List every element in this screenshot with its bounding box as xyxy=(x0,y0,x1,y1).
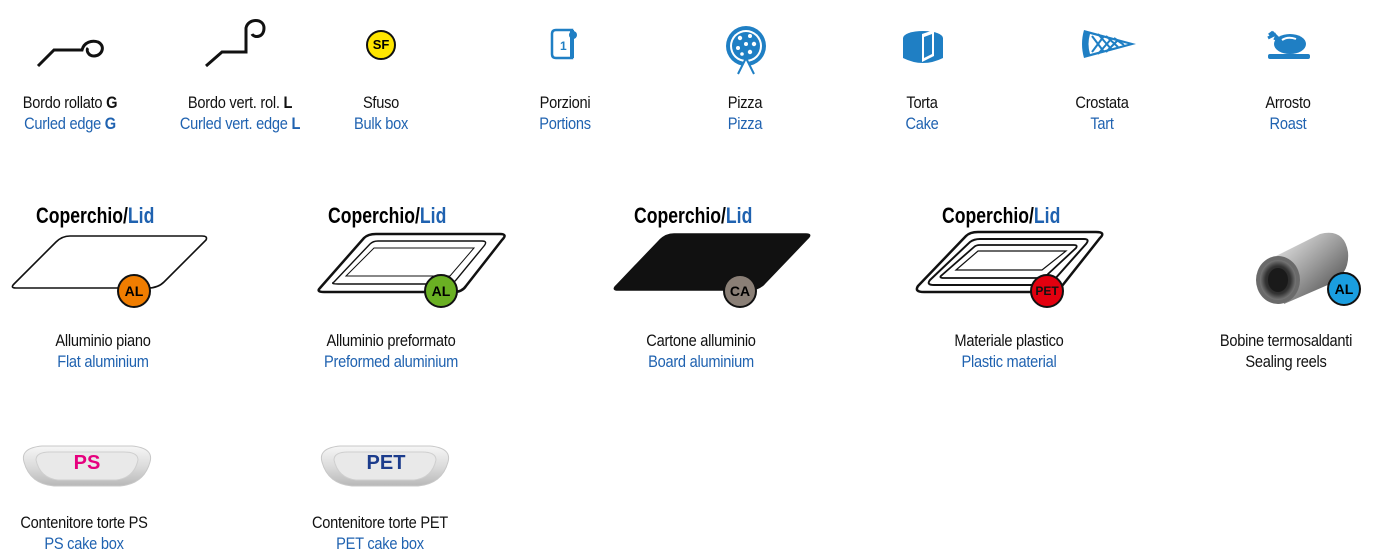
aluminium-badge: AL xyxy=(424,274,458,308)
cake-icon xyxy=(903,30,943,63)
tart-icon xyxy=(1082,30,1136,58)
pet-cake-box-icon xyxy=(320,445,450,487)
curled-edge-icon xyxy=(36,39,104,68)
lid-title-board: Coperchio/Lid xyxy=(634,203,753,228)
svg-text:1: 1 xyxy=(560,39,567,53)
roast-icon xyxy=(1267,30,1310,59)
aluminium-badge: AL xyxy=(1327,272,1361,306)
ps-cake-box-icon xyxy=(22,445,152,487)
caption-curled-edge: Bordo rollato G Curled edge G xyxy=(22,93,118,133)
plastic-lid-icon xyxy=(915,230,1104,294)
caption-curled-vert-edge: Bordo vert. rol. L Curled vert. edge L xyxy=(179,93,301,133)
pet-label: PET xyxy=(366,452,406,474)
plastic-badge: PET xyxy=(1030,274,1064,308)
flat-aluminium-lid-icon xyxy=(11,235,208,289)
board-badge: CA xyxy=(723,274,757,308)
lid-title-flat: Coperchio/Lid xyxy=(36,203,155,228)
curled-vert-edge-icon xyxy=(205,19,266,68)
preformed-aluminium-lid-icon xyxy=(317,232,506,294)
sealing-reel-icon xyxy=(1256,232,1349,304)
lid-title-plastic: Coperchio/Lid xyxy=(942,203,1061,228)
portions-icon: 1 xyxy=(550,28,577,60)
lid-title-preformed: Coperchio/Lid xyxy=(328,203,447,228)
bulk-box-icon: SF xyxy=(366,30,396,60)
ps-label: PS xyxy=(73,452,101,474)
aluminium-badge: AL xyxy=(117,274,151,308)
board-aluminium-lid-icon xyxy=(613,233,811,291)
pizza-icon xyxy=(726,26,766,75)
